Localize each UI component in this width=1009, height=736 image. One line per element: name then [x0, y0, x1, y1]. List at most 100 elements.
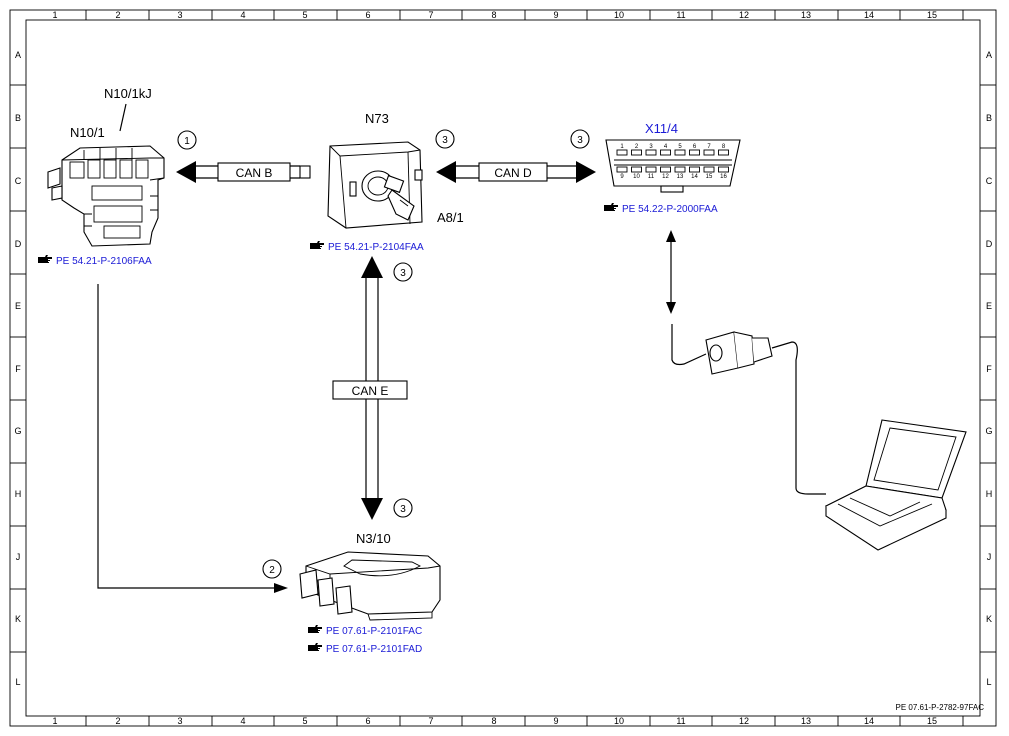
connector-pin [616, 149, 628, 156]
col-num: 10 [614, 10, 624, 20]
n10-1-module: N10/1kJ N10/1 PE 54.21-P-2106FAA [38, 86, 165, 267]
col-num: 11 [676, 716, 685, 726]
n73-label: N73 [365, 111, 389, 126]
x11-4-ref-link[interactable]: PE 54.22-P-2000FAA [622, 204, 718, 215]
row-letter: J [987, 552, 992, 562]
ignition-switch-icon [327, 141, 423, 229]
row-letter: H [15, 489, 22, 499]
can-e-bus: CAN E [332, 256, 408, 520]
row-letter: D [15, 239, 22, 249]
col-num: 4 [240, 716, 245, 726]
col-num: 4 [240, 10, 245, 20]
n3-10-module: N3/10 PE 07.61-P-2101FAC PE 07.61-P-2101… [299, 531, 441, 655]
row-letter: G [14, 426, 21, 436]
connector-pin [718, 149, 729, 156]
connector-pin [703, 149, 715, 156]
col-num: 3 [177, 10, 182, 20]
col-num: 8 [491, 716, 496, 726]
leader-line [119, 103, 127, 132]
col-num: 1 [52, 716, 57, 726]
col-num: 9 [553, 10, 558, 20]
engine-control-unit-icon [299, 551, 441, 621]
marker-number: 3 [400, 504, 406, 515]
n10-1-label: N10/1 [70, 125, 105, 140]
pointing-hand-icon [308, 643, 322, 651]
border-frame [9, 9, 997, 727]
n73-ref-link[interactable]: PE 54.21-P-2104FAA [328, 242, 424, 253]
row-letter: A [986, 50, 992, 60]
marker-number: 3 [400, 268, 406, 279]
connector-pin [718, 166, 729, 173]
marker-3-can-e-bottom: 3 [393, 498, 413, 518]
col-num: 5 [302, 10, 307, 20]
col-num: 13 [801, 716, 811, 726]
can-d-bus: CAN D [436, 161, 596, 183]
pin-number: 6 [693, 144, 697, 150]
pin-number: 10 [633, 174, 640, 180]
connector-pin [689, 166, 700, 173]
pin-number: 5 [678, 144, 682, 150]
can-e-label: CAN E [352, 384, 389, 398]
col-num: 5 [302, 716, 307, 726]
pin-number: 4 [664, 144, 668, 150]
col-num: 13 [801, 10, 811, 20]
col-num: 9 [553, 716, 558, 726]
pin-number: 16 [720, 174, 727, 180]
connector-pin [674, 166, 686, 173]
col-num: 2 [115, 716, 120, 726]
connector-pin [689, 149, 700, 156]
laptop-icon [824, 419, 967, 551]
marker-number: 3 [577, 135, 583, 146]
connector-pin [674, 149, 686, 156]
col-num: 12 [739, 10, 749, 20]
row-letter: A [15, 50, 21, 60]
row-letter: J [16, 552, 21, 562]
connector-pin [645, 149, 657, 156]
col-num: 7 [428, 716, 433, 726]
row-letter: K [15, 614, 21, 624]
pointing-hand-icon [38, 255, 52, 263]
n3-10-ref-link-fad[interactable]: PE 07.61-P-2101FAD [326, 644, 422, 655]
pointing-hand-icon [308, 625, 322, 633]
n10-1kj-label: N10/1kJ [104, 86, 152, 101]
marker-number: 3 [442, 135, 448, 146]
col-num: 2 [115, 10, 120, 20]
col-num: 15 [927, 716, 937, 726]
pin-number: 14 [691, 174, 698, 180]
connector-pin [616, 166, 628, 173]
column-numbers-bottom: 1 2 3 4 5 6 7 8 9 10 11 12 13 14 15 [52, 716, 937, 726]
row-letters-left: A B C D E F G H J K L [14, 50, 21, 687]
pin-number: 3 [649, 144, 653, 150]
col-num: 14 [864, 716, 874, 726]
row-letter: E [15, 301, 21, 311]
col-num: 3 [177, 716, 182, 726]
fuse-relay-module-icon [47, 145, 165, 247]
marker-3-can-d-left: 3 [435, 129, 455, 149]
row-letter: L [986, 677, 991, 687]
connector-pin [631, 166, 642, 173]
marker-1: 1 [177, 130, 197, 150]
pointing-hand-icon [310, 241, 324, 249]
n73-module: N73 A8/1 PE 54.21-P-2104FAA [310, 111, 464, 253]
row-letter: D [986, 239, 993, 249]
marker-number: 2 [269, 565, 275, 576]
row-letter: B [15, 113, 21, 123]
col-num: 7 [428, 10, 433, 20]
marker-3-can-e-top: 3 [393, 262, 413, 282]
col-num: 11 [676, 10, 685, 20]
column-numbers-top: 1 2 3 4 5 6 7 8 9 10 11 12 13 14 15 [52, 10, 937, 20]
document-id: PE 07.61-P-2782-97FAC [896, 703, 985, 712]
pointing-hand-icon [604, 203, 618, 211]
col-num: 10 [614, 716, 624, 726]
col-num: 6 [365, 716, 370, 726]
n10-1-ref-link[interactable]: PE 54.21-P-2106FAA [56, 256, 152, 267]
col-num: 12 [739, 716, 749, 726]
diagnostic-connector-icon [671, 324, 826, 495]
n3-10-ref-link-fac[interactable]: PE 07.61-P-2101FAC [326, 626, 422, 637]
connector-pin [703, 166, 715, 173]
